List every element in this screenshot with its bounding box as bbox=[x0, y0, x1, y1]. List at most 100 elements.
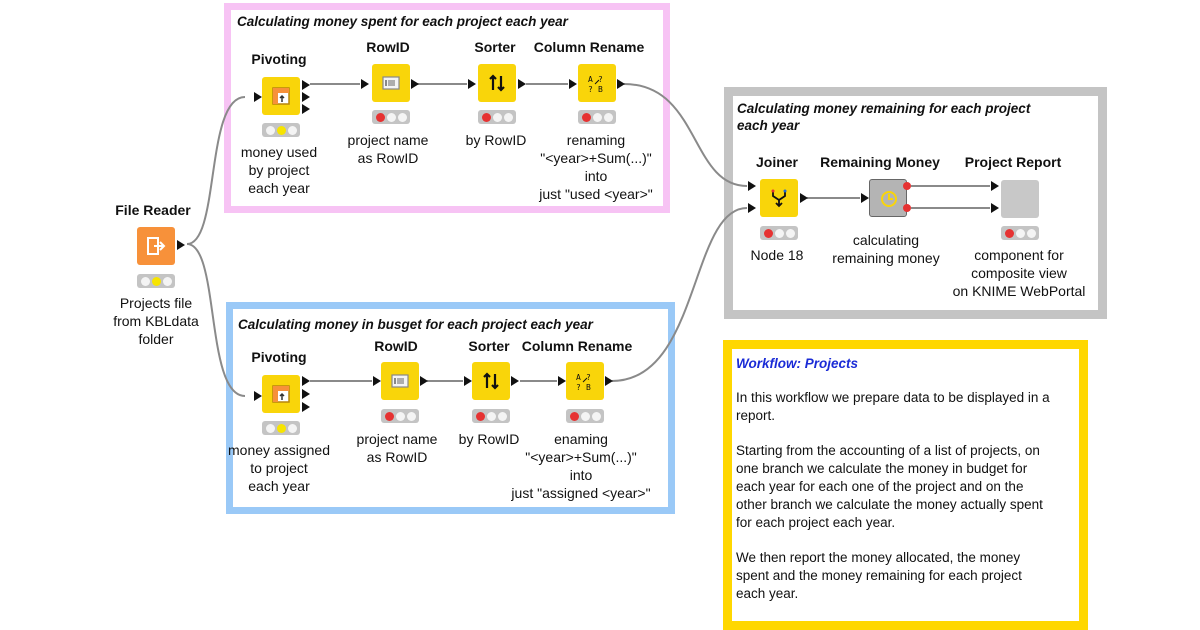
remaining-title: Remaining Money bbox=[820, 154, 940, 170]
report-node[interactable] bbox=[1001, 180, 1039, 218]
svg-text:?: ? bbox=[598, 75, 603, 84]
pivot-bot-title: Pivoting bbox=[251, 349, 307, 365]
sorter-bot-title: Sorter bbox=[468, 338, 510, 354]
file-reader-node[interactable] bbox=[137, 227, 175, 265]
rowid-top-in-port[interactable] bbox=[361, 79, 369, 89]
wire-rename-joiner-bot bbox=[611, 207, 748, 382]
pivot-bot-label: money assigned to project each year bbox=[228, 442, 330, 494]
pivot-bot-in-port[interactable] bbox=[254, 391, 262, 401]
pivot-top-label: money used by project each year bbox=[240, 144, 318, 196]
rowid-top-status bbox=[372, 110, 410, 124]
rename-top-title: Column Rename bbox=[533, 39, 645, 55]
pivot-top-out-port-3[interactable] bbox=[302, 104, 310, 114]
pivot-top-node[interactable] bbox=[262, 77, 300, 115]
joiner-node[interactable] bbox=[760, 179, 798, 217]
rowid-bot-status bbox=[381, 409, 419, 423]
annotation-budget: Calculating money in busget for each pro… bbox=[226, 302, 675, 514]
sorter-top-in-port[interactable] bbox=[468, 79, 476, 89]
svg-text:A: A bbox=[576, 373, 581, 382]
rename-top-in-port[interactable] bbox=[569, 79, 577, 89]
workflow-paragraph-3: We then report the money allocated, the … bbox=[736, 550, 1022, 601]
column-rename-icon: A??B bbox=[578, 64, 616, 102]
workflow-paragraph-2: Starting from the accounting of a list o… bbox=[736, 443, 1043, 530]
report-title: Project Report bbox=[964, 154, 1062, 170]
svg-text:?: ? bbox=[588, 85, 593, 94]
pivoting-icon bbox=[262, 77, 300, 115]
joiner-in-port-1[interactable] bbox=[748, 181, 756, 191]
sorter-top-title: Sorter bbox=[474, 39, 516, 55]
report-in-port-1[interactable] bbox=[991, 181, 999, 191]
rename-bot-label: enaming "<year>+Sum(...)" into just "ass… bbox=[511, 431, 651, 501]
report-status bbox=[1001, 226, 1039, 240]
wire-filereader-pivot-bot bbox=[186, 243, 246, 397]
remaining-out-port-1[interactable] bbox=[903, 182, 911, 190]
wire-filereader-pivot-top bbox=[186, 96, 246, 245]
pivot-top-in-port[interactable] bbox=[254, 92, 262, 102]
rename-bot-title: Column Rename bbox=[521, 338, 633, 354]
rowid-bot-in-port[interactable] bbox=[373, 376, 381, 386]
workflow-description: Workflow: Projects In this workflow we p… bbox=[723, 340, 1088, 630]
svg-text:?: ? bbox=[576, 383, 581, 392]
pivot-bot-out-port-1[interactable] bbox=[302, 376, 310, 386]
component-icon bbox=[1001, 180, 1039, 218]
rename-bot-node[interactable]: A??B bbox=[566, 362, 604, 400]
sorter-bot-out-port[interactable] bbox=[511, 376, 519, 386]
rename-bot-out-port[interactable] bbox=[605, 376, 613, 386]
annotation-budget-title: Calculating money in busget for each pro… bbox=[238, 317, 593, 332]
sorter-bot-status bbox=[472, 409, 510, 423]
sorter-icon bbox=[472, 362, 510, 400]
pivot-bot-out-port-3[interactable] bbox=[302, 402, 310, 412]
report-label: component for composite view on KNIME We… bbox=[952, 247, 1086, 299]
rowid-bot-out-port[interactable] bbox=[420, 376, 428, 386]
rename-top-node[interactable]: A??B bbox=[578, 64, 616, 102]
remaining-in-port[interactable] bbox=[861, 193, 869, 203]
svg-text:B: B bbox=[586, 383, 591, 392]
column-rename-icon: A??B bbox=[566, 362, 604, 400]
wire-rename-joiner-top bbox=[623, 83, 748, 187]
joiner-icon bbox=[760, 179, 798, 217]
annotation-remaining-title: Calculating money remaining for each pro… bbox=[737, 101, 1031, 133]
svg-text:?: ? bbox=[586, 373, 591, 382]
pivot-top-status bbox=[262, 123, 300, 137]
rowid-top-node[interactable] bbox=[372, 64, 410, 102]
pivot-bot-node[interactable] bbox=[262, 375, 300, 413]
sorter-top-status bbox=[478, 110, 516, 124]
pivot-bot-out-port-2[interactable] bbox=[302, 389, 310, 399]
joiner-label: Node 18 bbox=[750, 247, 804, 263]
remaining-node[interactable] bbox=[869, 179, 907, 217]
report-in-port-2[interactable] bbox=[991, 203, 999, 213]
sorter-bot-node[interactable] bbox=[472, 362, 510, 400]
joiner-status bbox=[760, 226, 798, 240]
rowid-top-out-port[interactable] bbox=[411, 79, 419, 89]
rowid-bot-label: project name as RowID bbox=[356, 431, 438, 465]
rename-bot-in-port[interactable] bbox=[558, 376, 566, 386]
sorter-top-out-port[interactable] bbox=[518, 79, 526, 89]
joiner-out-port[interactable] bbox=[800, 193, 808, 203]
pivot-top-out-port-2[interactable] bbox=[302, 92, 310, 102]
remaining-out-port-2[interactable] bbox=[903, 204, 911, 212]
rowid-icon bbox=[381, 362, 419, 400]
joiner-in-port-2[interactable] bbox=[748, 203, 756, 213]
workflow-paragraph-1: In this workflow we prepare data to be d… bbox=[736, 390, 1050, 423]
workflow-title: Workflow: Projects bbox=[736, 356, 859, 371]
rowid-bot-node[interactable] bbox=[381, 362, 419, 400]
pivot-bot-status bbox=[262, 421, 300, 435]
rename-top-label: renaming "<year>+Sum(...)" into just "us… bbox=[539, 132, 653, 202]
pivoting-icon bbox=[262, 375, 300, 413]
sorter-top-node[interactable] bbox=[478, 64, 516, 102]
svg-text:A: A bbox=[588, 75, 593, 84]
sorter-icon bbox=[478, 64, 516, 102]
annotation-spent-title: Calculating money spent for each project… bbox=[237, 14, 568, 29]
sorter-bot-in-port[interactable] bbox=[464, 376, 472, 386]
file-reader-icon bbox=[137, 227, 175, 265]
rowid-bot-title: RowID bbox=[374, 338, 418, 354]
pivot-top-title: Pivoting bbox=[251, 51, 307, 67]
remaining-label: calculating remaining money bbox=[832, 232, 940, 266]
file-reader-out-port[interactable] bbox=[177, 240, 185, 250]
rename-top-out-port[interactable] bbox=[617, 79, 625, 89]
rowid-top-label: project name as RowID bbox=[347, 132, 429, 166]
file-reader-label: Projects file from KBLdata folder bbox=[113, 295, 199, 347]
rowid-top-title: RowID bbox=[366, 39, 410, 55]
pivot-top-out-port-1[interactable] bbox=[302, 80, 310, 90]
